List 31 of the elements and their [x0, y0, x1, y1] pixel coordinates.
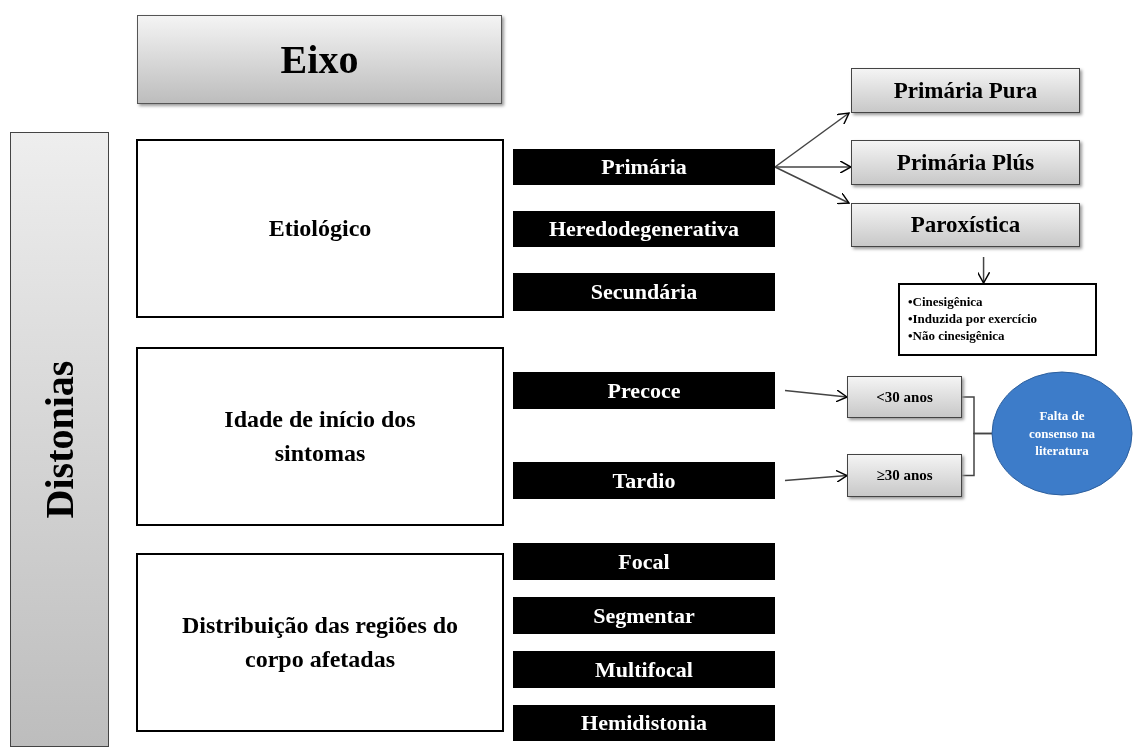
- arrow: [784, 469, 848, 484]
- category-bar: Hemidistonia: [513, 705, 775, 741]
- list-box: [898, 283, 1097, 356]
- subtype-box: Primária Plús: [851, 140, 1080, 185]
- note-text: Falta de consenso na literatura: [1027, 407, 1097, 460]
- age-box: <30 anos: [847, 376, 962, 418]
- category-bar: Tardio: [513, 462, 775, 499]
- axis-box: Distribuição das regiões do corpo afetadas: [136, 553, 504, 732]
- category-bar: Segmentar: [513, 597, 775, 634]
- arrow: [774, 166, 850, 205]
- category-bar: Precoce: [513, 372, 775, 409]
- side-bar: [10, 132, 109, 747]
- axis-box: Idade de início dos sintomas: [136, 347, 504, 526]
- age-box: ≥30 anos: [847, 454, 962, 497]
- arrow: [774, 160, 852, 174]
- category-bar: Heredodegenerativa: [513, 211, 775, 247]
- category-bar: Primária: [513, 149, 775, 185]
- arrow: [774, 112, 850, 168]
- category-bar: Focal: [513, 543, 775, 580]
- side-label: Distonias: [36, 360, 83, 519]
- list-item: •Cinesigênica: [908, 294, 983, 312]
- subtype-box: Paroxística: [851, 203, 1080, 247]
- category-bar: Multifocal: [513, 651, 775, 688]
- subtype-box: Primária Pura: [851, 68, 1080, 113]
- arrow: [976, 256, 991, 284]
- list-item: •Não cinesigênica: [908, 327, 1005, 345]
- axis-box: Etiológico: [136, 139, 504, 318]
- list-item: •Induzida por exercício: [908, 311, 1038, 328]
- header-box: Eixo: [137, 15, 502, 104]
- arrow: [784, 389, 848, 403]
- category-bar: Secundária: [513, 273, 775, 311]
